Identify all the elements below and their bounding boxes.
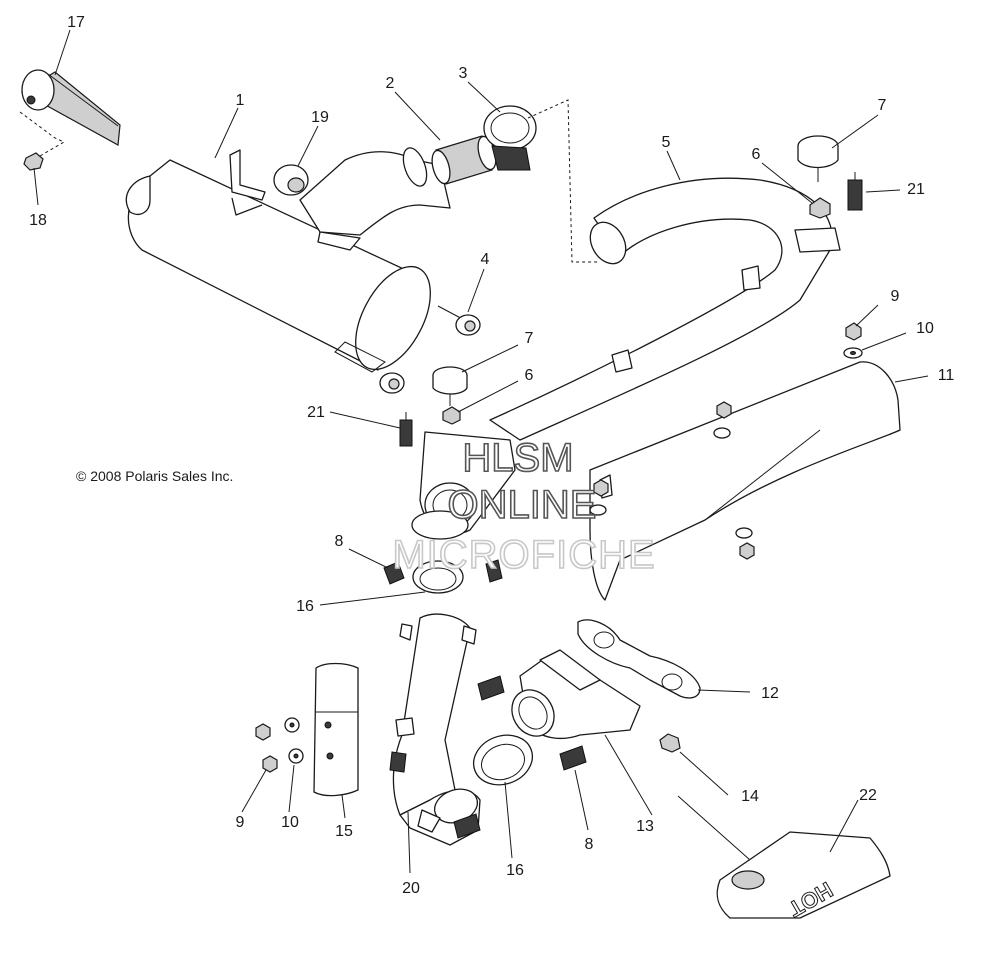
part-4-grommet-lower: [379, 372, 405, 394]
callout-14: 14: [741, 788, 759, 805]
part-19-grommet: [273, 164, 309, 196]
part-spring-mid: [477, 675, 505, 701]
callout-labels: 17 18 1 19 2 3 5 6 7 21 4 7 6 21 9 10 11…: [29, 14, 954, 897]
watermark-line-1: HLSM: [462, 436, 573, 480]
watermark: HLSM ONLINE MICROFICHE: [392, 435, 656, 578]
part-22-plate: HOT: [716, 831, 891, 923]
callout-21-upper: 21: [907, 181, 925, 198]
part-10-washer-upper: [843, 347, 863, 359]
callout-7-upper: 7: [878, 97, 887, 114]
callout-10-upper: 10: [916, 320, 934, 337]
copyright-notice: © 2008 Polaris Sales Inc.: [76, 468, 233, 484]
callout-8-upper: 8: [335, 533, 344, 550]
callout-13: 13: [636, 818, 654, 835]
watermark-line-3: MICROFICHE: [392, 533, 655, 577]
leader-lines: [33, 29, 929, 874]
callout-21-lower: 21: [307, 404, 325, 421]
assembly-line-3: [527, 99, 600, 263]
part-14-bolt: [659, 733, 681, 753]
part-21-spring-upper: [847, 172, 863, 211]
part-1-muffler: [125, 147, 471, 373]
part-10-washer-left: [284, 717, 304, 764]
callout-17: 17: [67, 14, 85, 31]
part-8-clamp-right: [485, 559, 503, 583]
shield-fasteners: [589, 401, 755, 560]
callout-3: 3: [459, 65, 468, 82]
callout-12: 12: [761, 685, 779, 702]
part-8-spring-lower: [559, 745, 587, 771]
part-13-exhaust-manifold: [511, 649, 641, 739]
part-7-rubber-mount-upper: [797, 135, 839, 182]
callout-19: 19: [311, 109, 329, 126]
callout-15: 15: [335, 823, 353, 840]
part-8-clamp-left: [383, 561, 405, 585]
callout-2: 2: [386, 75, 395, 92]
callout-8-lower: 8: [585, 836, 594, 853]
callout-4: 4: [481, 251, 490, 268]
part-16-seal-lower: [472, 734, 534, 786]
part-21-spring-lower: [399, 412, 413, 447]
callout-9-upper: 9: [891, 288, 900, 305]
part-5-mid-pipe: [489, 177, 841, 441]
part-6-nut-upper: [809, 197, 831, 219]
callout-5: 5: [662, 134, 671, 151]
part-spring-bottom: [453, 813, 481, 839]
callout-22: 22: [859, 787, 877, 804]
callout-1: 1: [236, 92, 245, 109]
part-15-heat-shield: [313, 662, 359, 797]
callout-18: 18: [29, 212, 47, 229]
part-6-nut-lower: [442, 406, 461, 425]
part-18-screw: [23, 152, 44, 171]
callout-11: 11: [938, 367, 955, 384]
callout-16-upper: 16: [296, 598, 314, 615]
callout-10-lower: 10: [281, 814, 299, 831]
part-pipe-joint: [411, 431, 516, 540]
callout-16-lower: 16: [506, 862, 524, 879]
callout-6-lower: 6: [525, 367, 534, 384]
part-7-rubber-mount-lower: [432, 366, 468, 406]
callout-7-lower: 7: [525, 330, 534, 347]
part-3-clamp: [483, 105, 537, 171]
callout-20: 20: [402, 880, 420, 897]
part-2-seal: [431, 135, 497, 185]
part-9-bolt-left: [255, 723, 278, 773]
callout-6-upper: 6: [752, 146, 761, 163]
part-4-grommet: [455, 314, 481, 336]
part-20-down-pipe: [389, 613, 481, 846]
callout-9-lower: 9: [236, 814, 245, 831]
part-12-gasket: [577, 619, 701, 699]
part-17-spark-arrestor: [20, 69, 121, 146]
watermark-line-2: ONLINE: [448, 483, 597, 527]
part-16-seal-upper: [412, 560, 464, 594]
assembly-line-17: [19, 111, 66, 157]
part-9-bolt-upper: [845, 322, 862, 341]
